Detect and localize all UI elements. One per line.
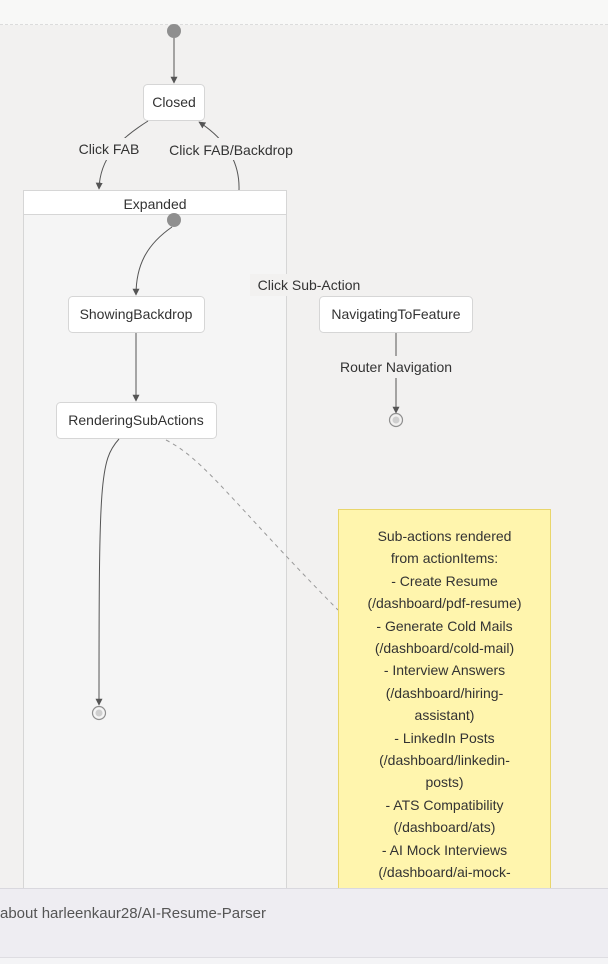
state-rendering-sub-actions[interactable]: RenderingSubActions	[56, 402, 217, 439]
state-showing-backdrop[interactable]: ShowingBackdrop	[68, 296, 205, 333]
state-navigating-to-feature-label: NavigatingToFeature	[331, 306, 460, 322]
state-rendering-sub-actions-label: RenderingSubActions	[68, 412, 203, 428]
state-closed-label: Closed	[152, 94, 196, 110]
bottom-strip	[0, 957, 608, 964]
edge-label-bg	[250, 274, 368, 296]
end-marker	[388, 412, 404, 428]
edge-label-click-sub-action: Click Sub-Action	[258, 277, 361, 293]
sub-actions-note: Sub-actions rendered from actionItems: -…	[338, 509, 551, 909]
edge-label-click-fab-backdrop: Click FAB/Backdrop	[169, 142, 293, 158]
state-showing-backdrop-label: ShowingBackdrop	[80, 306, 193, 322]
note-connector	[165, 439, 339, 611]
note-text: Sub-actions rendered from actionItems: -…	[367, 528, 522, 903]
about-repo-text[interactable]: about harleenkaur28/AI-Resume-Parser	[0, 905, 266, 922]
inner-start-marker	[167, 213, 181, 227]
top-bar	[0, 0, 608, 25]
edge-inner-start-to-backdrop	[132, 226, 173, 296]
edge-label-bg	[333, 356, 459, 378]
edge-label-bg	[75, 138, 143, 160]
state-expanded: Expanded	[23, 190, 287, 911]
edge-label-click-fab: Click FAB	[79, 141, 140, 157]
edge-label-bg	[163, 138, 300, 160]
bottom-bar: about harleenkaur28/AI-Resume-Parser	[0, 888, 608, 957]
start-marker	[167, 24, 181, 38]
state-closed[interactable]: Closed	[143, 84, 205, 121]
state-expanded-label: Expanded	[123, 196, 186, 212]
state-navigating-to-feature[interactable]: NavigatingToFeature	[319, 296, 473, 333]
edge-label-router-navigation: Router Navigation	[340, 359, 452, 375]
edge-rendering-to-end	[95, 438, 120, 706]
inner-end-marker	[91, 705, 107, 721]
